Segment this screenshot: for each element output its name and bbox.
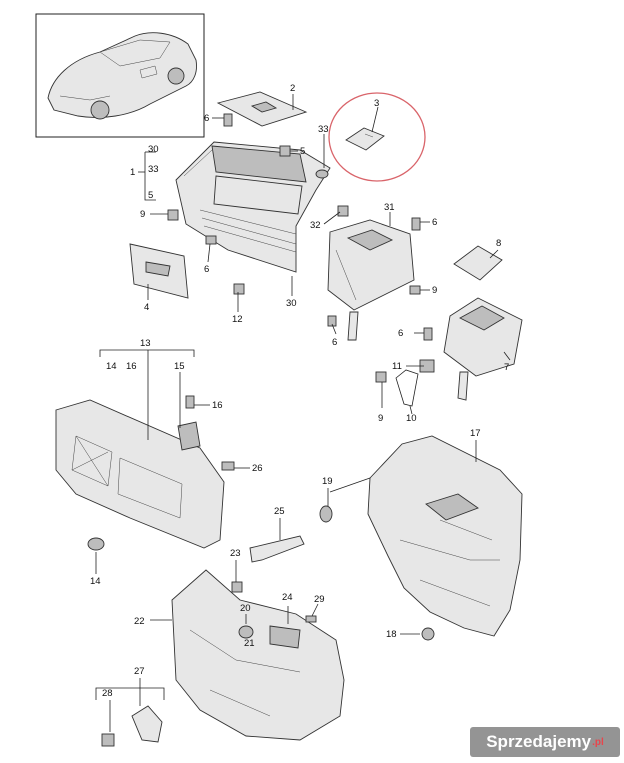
watermark-suffix: .pl [592,736,604,748]
callout-32: 32 [310,220,321,231]
part-3-lid [345,127,385,151]
bracket-13-c: 15 [174,361,185,372]
callout-18: 18 [386,629,397,640]
part-10-bracket [395,359,435,407]
callout-8: 8 [496,238,501,249]
part-8-cover [453,245,503,281]
bracket-1-mid: 33 [148,164,159,175]
callout-12: 12 [232,314,243,325]
callout-16: 16 [212,400,223,411]
part-2-panel [216,91,308,127]
callout-6-lower: 6 [332,337,337,348]
callout-6: 6 [204,113,209,124]
callout-27: 27 [134,666,145,677]
part-13-panel [55,399,225,549]
callout-6-mid: 6 [398,328,403,339]
highlight-circle [328,92,426,182]
callout-13: 13 [140,338,151,349]
callout-7: 7 [504,362,509,373]
callout-1: 1 [130,167,135,178]
callout-28: 28 [102,688,113,699]
callout-6-right: 6 [432,217,437,228]
watermark-text: Sprzedajemy [486,732,592,751]
callout-29: 29 [314,594,325,605]
callout-9-lower: 9 [378,413,383,424]
callout-31: 31 [384,202,395,213]
callout-24: 24 [282,592,293,603]
callout-21: 21 [244,638,255,649]
callout-17: 17 [470,428,481,439]
callout-30: 30 [286,298,297,309]
bracket-1-bot: 5 [148,190,153,201]
part-17-liner [367,435,523,637]
callout-25: 25 [274,506,285,517]
callout-9-right: 9 [432,285,437,296]
car-thumbnail [35,13,205,138]
part-1-console [175,141,331,273]
callout-4: 4 [144,302,149,313]
part-7-housing [443,297,523,401]
callout-5: 5 [300,146,305,157]
callout-20: 20 [240,603,251,614]
callout-22: 22 [134,616,145,627]
callout-6-left: 6 [204,264,209,275]
callout-11: 11 [392,361,402,372]
bracket-13-a: 14 [106,361,117,372]
callout-23: 23 [230,548,241,559]
part-27-latch [101,705,163,747]
callout-33: 33 [318,124,329,135]
part-22-trim [171,569,345,741]
callout-2: 2 [290,83,295,94]
bracket-13-b: 16 [126,361,137,372]
watermark: Sprzedajemy.pl [470,727,620,757]
callout-labels: 2 3 6 5 33 30 33 5 1 9 6 4 12 30 31 32 6… [90,83,509,699]
part-4-flap [129,243,189,299]
leader-lines [95,94,511,732]
bracket-1-top: 30 [148,144,159,155]
callout-19: 19 [322,476,333,487]
fasteners [87,113,435,641]
callout-26: 26 [252,463,263,474]
part-25-strap [249,535,305,563]
part-31-bin [327,219,415,341]
callout-3: 3 [374,98,379,109]
callout-10: 10 [406,413,417,424]
callout-14: 14 [90,576,101,587]
callout-9-left: 9 [140,209,145,220]
